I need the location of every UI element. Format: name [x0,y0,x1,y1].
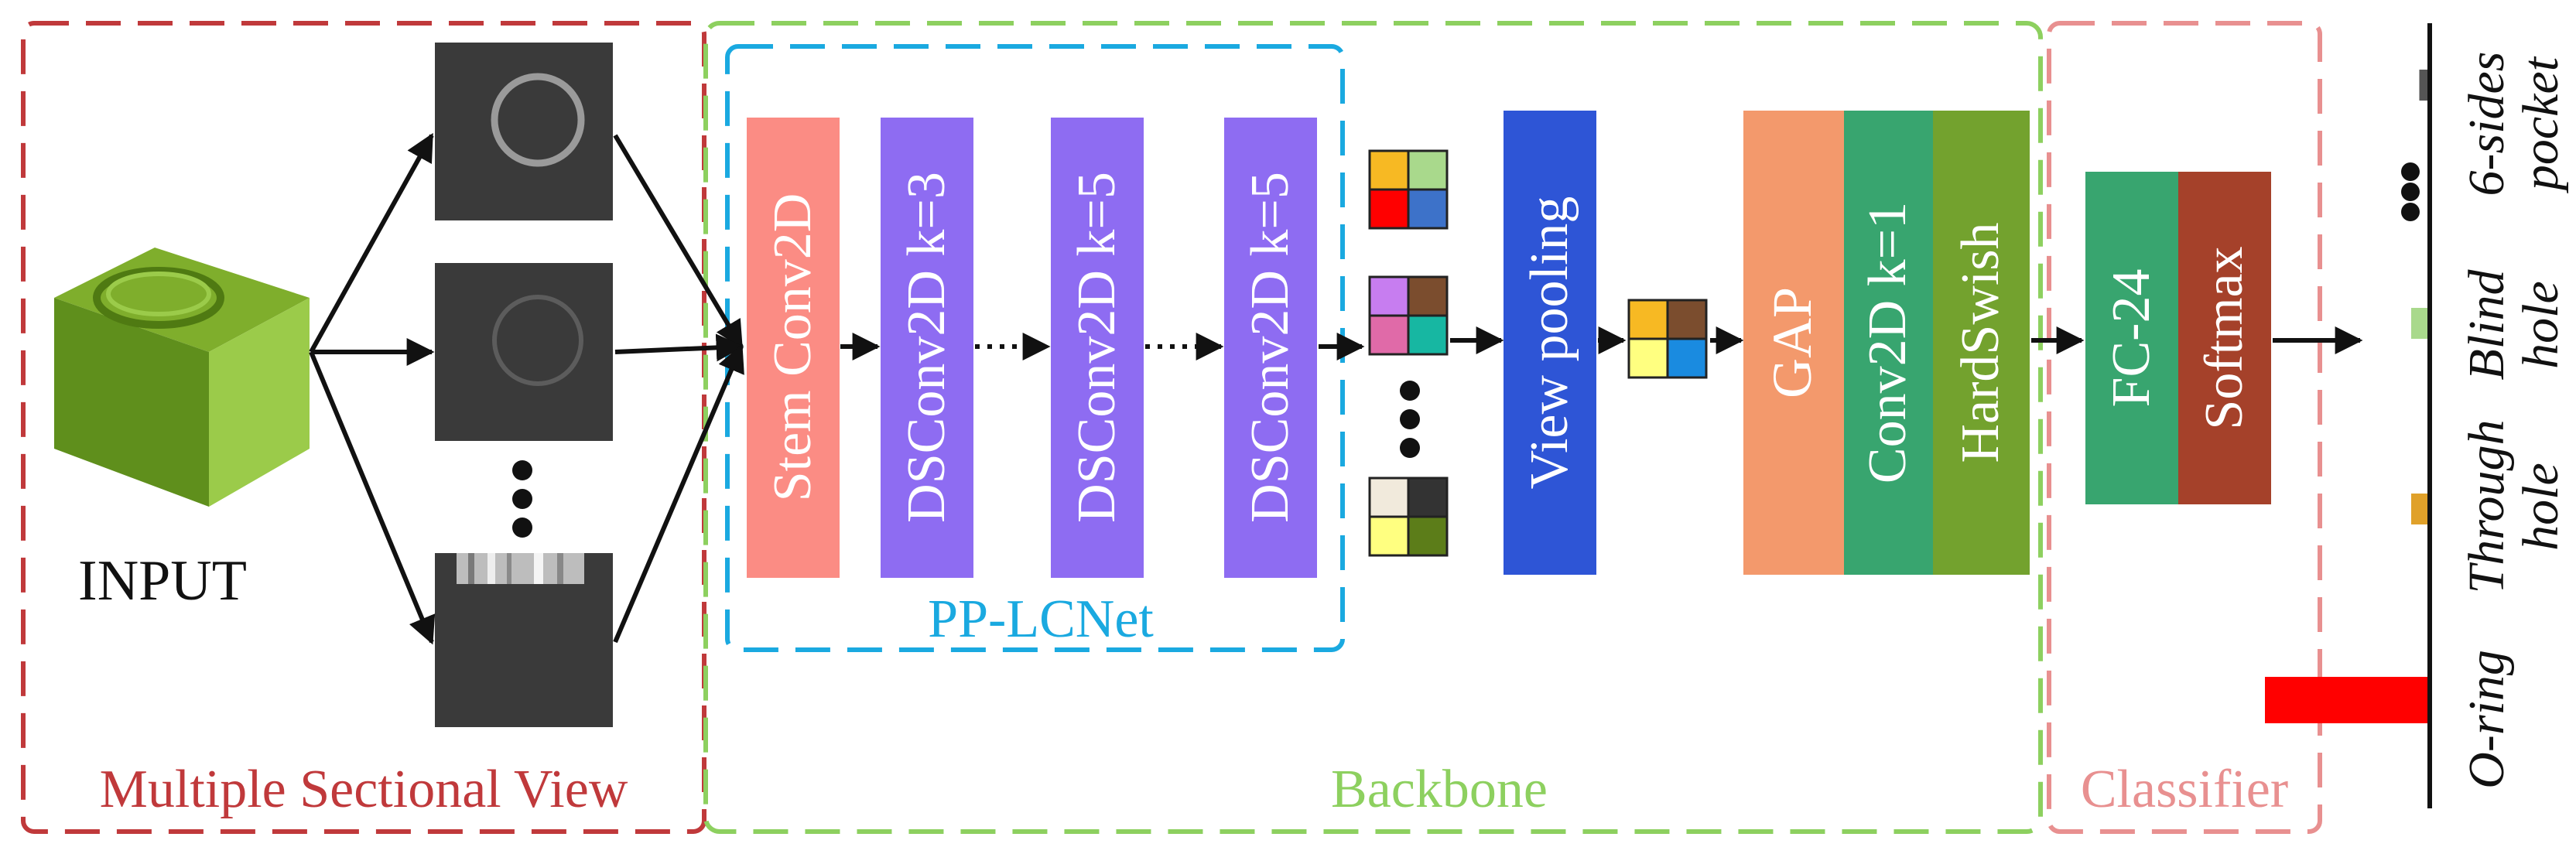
section-view-3 [435,553,613,727]
dsconv-k3-block: DSConv2D k=3 [881,118,973,578]
gap-label: GAP [1761,287,1823,398]
output-label-oring-line1: O-ring [2458,650,2515,789]
feature-tile-1 [1368,149,1449,230]
output-label-oring: O-ring [2458,650,2515,789]
fc24-block: FC-24 [2085,172,2178,504]
output-bars [2265,70,2427,723]
section-view-1 [435,43,613,220]
input-label: INPUT [78,549,247,613]
output-label-blind-line2: hole [2513,281,2569,369]
msv-title: Multiple Sectional View [100,760,628,819]
dsconv-k5-block-1: DSConv2D k=5 [1051,118,1144,578]
view-pooling-block: View pooling [1504,111,1596,575]
pooled-feature-tile [1627,299,1708,379]
output-label-6sides-line1: 6-sides [2458,52,2515,196]
dsconv-k3-label: DSConv2D k=3 [897,172,956,523]
dsconv-k5-block-2: DSConv2D k=5 [1224,118,1317,578]
output-label-blind: Blind hole [2458,269,2569,381]
hardswish-block: HardSwish [1933,111,2030,575]
feature-tiles-ellipsis [1400,381,1420,458]
conv2d-k1-block: Conv2D k=1 [1844,111,1933,575]
fc24-label: FC-24 [2102,269,2161,408]
output-label-through-line2: hole [2513,463,2569,551]
feature-tile-2 [1368,275,1449,356]
conv2d-k1-label: Conv2D k=1 [1858,202,1917,483]
output-label-6sides-line2: pocket [2513,56,2569,193]
classifier-title: Classifier [2081,760,2288,819]
softmax-block: Softmax [2178,172,2271,504]
output-label-blind-line1: Blind [2458,269,2515,381]
output-bar-through [2411,494,2427,524]
feature-tile-3 [1368,477,1449,557]
input-fanout-arrows [309,132,744,645]
output-label-through-line1: Through [2458,420,2515,594]
output-bar-oring [2265,677,2427,723]
gap-block: GAP [1743,111,1844,575]
input-cube-image [54,248,310,507]
view-pooling-label: View pooling [1520,196,1579,490]
dsconv-k5-label-2: DSConv2D k=5 [1240,172,1300,523]
pplcnet-title: PP-LCNet [928,589,1154,649]
section-views-ellipsis [512,460,532,538]
output-ellipsis [2401,162,2420,221]
backbone-title: Backbone [1331,760,1548,819]
output-bar-6sides [2419,70,2427,101]
stem-conv2d-label: Stem Conv2D [763,193,823,502]
softmax-label: Softmax [2195,246,2254,429]
output-label-through: Through hole [2458,420,2569,594]
output-label-6sides: 6-sides pocket [2458,52,2569,196]
classifier-section-border [2047,21,2322,834]
stem-conv2d-block: Stem Conv2D [747,118,840,578]
section-view-2 [435,263,613,441]
output-bar-blind [2411,308,2427,339]
dsconv-k5-label-1: DSConv2D k=5 [1067,172,1127,523]
hardswish-label: HardSwish [1951,222,2010,463]
